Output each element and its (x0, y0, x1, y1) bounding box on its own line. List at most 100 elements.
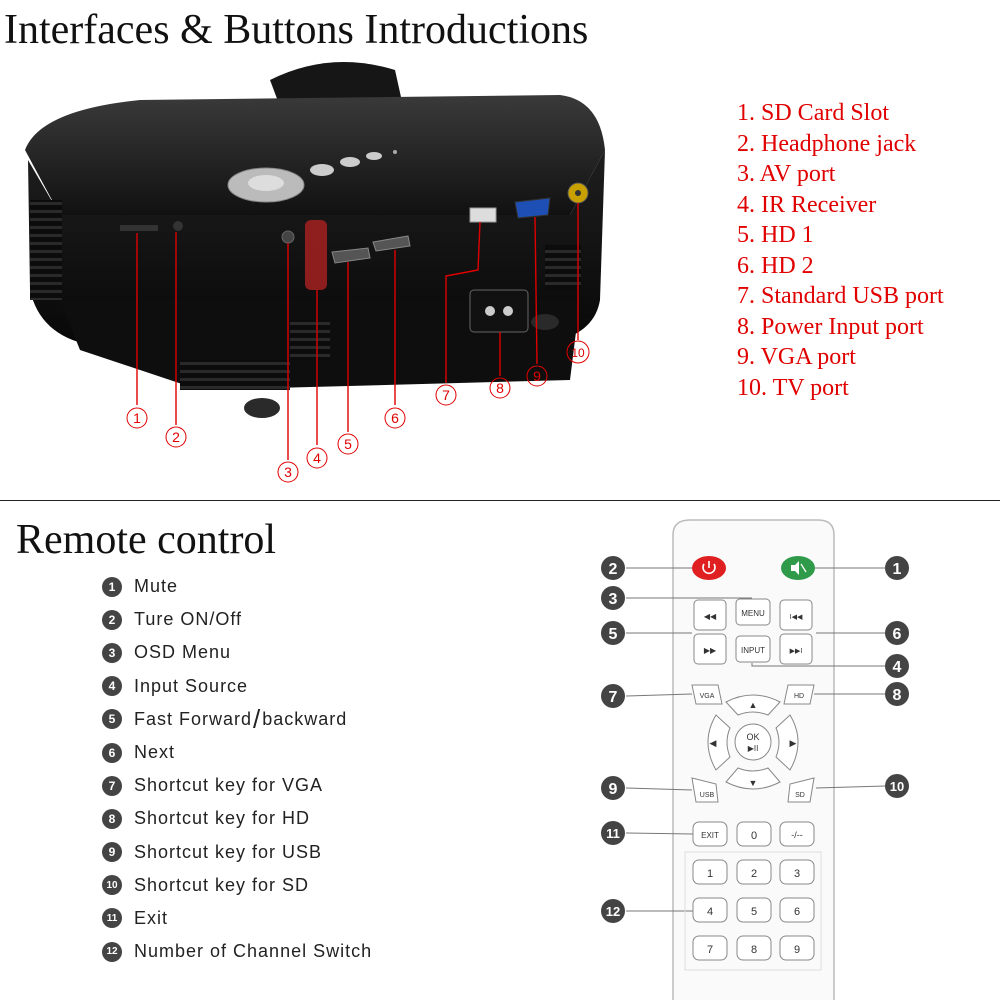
key-9[interactable] (779, 935, 815, 961)
right-button[interactable] (775, 714, 799, 771)
remote-callout-3: 3 (609, 591, 618, 608)
key-4[interactable] (692, 897, 728, 923)
mute-button[interactable] (781, 556, 815, 580)
remote-callout-9: 9 (609, 781, 618, 798)
vga-label: VGA (700, 693, 715, 700)
function-label: Exit (134, 907, 169, 928)
number-badge: 3 (102, 642, 122, 663)
key-6-label: 6 (794, 906, 800, 918)
projector-top (25, 95, 605, 215)
key-0-label: 0 (751, 830, 757, 842)
ir-receiver (305, 220, 327, 290)
callout-4: 4 (313, 450, 321, 466)
callout-labels: 1 2 3 4 5 6 7 8 9 10 (126, 340, 590, 483)
down-arrow-icon: ▼ (749, 778, 758, 788)
port-item: 7. Standard USB port (737, 283, 944, 309)
number-badge: 11 (102, 908, 122, 929)
foot (531, 314, 559, 330)
number-badge: 1 (102, 576, 122, 597)
port-item: 9. VGA port (737, 344, 856, 370)
callout-10: 10 (571, 346, 585, 360)
function-slash: / (253, 703, 262, 734)
function-label: Fast Forward (134, 708, 253, 729)
digit-mode-button[interactable] (779, 821, 815, 847)
hd-button[interactable] (783, 684, 815, 705)
function-item: 11 Exit (102, 902, 372, 935)
next-button[interactable] (779, 633, 813, 665)
remote-callout-12: 12 (606, 904, 620, 919)
hdmi-port-1 (331, 247, 371, 264)
up-arrow-icon: ▲ (749, 700, 758, 710)
key-9-label: 9 (794, 944, 800, 956)
callout-3: 3 (284, 464, 292, 480)
exit-label: EXIT (701, 831, 719, 840)
port-item: 10. TV port (737, 374, 849, 401)
number-badge: 2 (102, 609, 122, 630)
callout-5: 5 (344, 436, 352, 452)
foot (244, 398, 280, 418)
digit-mode-label: -/-- (791, 830, 803, 840)
down-button[interactable] (725, 767, 781, 790)
callout-1: 1 (133, 410, 141, 426)
remote-callout-11: 11 (606, 826, 620, 841)
ok-button[interactable] (734, 723, 772, 761)
av-port (281, 230, 295, 244)
key-3[interactable] (779, 859, 815, 885)
number-badge: 7 (102, 775, 122, 796)
key-0[interactable] (736, 821, 772, 847)
previous-button[interactable] (779, 599, 813, 631)
hdmi-port-2 (372, 235, 411, 252)
power-button[interactable] (692, 556, 726, 580)
fast-forward-button[interactable] (693, 633, 727, 665)
left-button[interactable] (707, 714, 731, 771)
callout-2: 2 (172, 429, 180, 445)
function-label: Shortcut key for USB (134, 841, 323, 862)
callout-7: 7 (442, 387, 450, 403)
key-1[interactable] (692, 859, 728, 885)
input-button[interactable] (735, 635, 771, 663)
port-item: 2. Headphone jack (737, 130, 917, 157)
ok-label: OK (746, 732, 759, 742)
callout-6: 6 (391, 410, 399, 426)
key-8[interactable] (736, 935, 772, 961)
right-arrow-icon: ▶ (790, 738, 797, 748)
side-vent (30, 200, 62, 300)
port-item: 3. AV port (737, 161, 836, 187)
up-button[interactable] (725, 694, 781, 716)
key-1-label: 1 (707, 868, 713, 880)
number-badge: 6 (102, 742, 122, 763)
top-button (340, 157, 360, 167)
sd-button[interactable] (787, 777, 815, 803)
next-icon: ▶▶I (790, 648, 803, 655)
key-6[interactable] (779, 897, 815, 923)
function-label: Ture ON/Off (134, 609, 243, 630)
key-7[interactable] (692, 935, 728, 961)
remote-callout-2: 2 (609, 561, 618, 578)
function-label: Shortcut key for SD (134, 874, 310, 895)
hd-label: HD (794, 693, 804, 700)
function-item: 3 OSD Menu (102, 636, 372, 669)
remote-callouts: 1 2 3 4 5 6 7 8 9 10 11 12 (601, 556, 909, 923)
port-item: 6. HD 2 (737, 252, 814, 279)
key-5[interactable] (736, 897, 772, 923)
key-2[interactable] (736, 859, 772, 885)
port-item: 4. IR Receiver (737, 191, 877, 218)
usb-button[interactable] (691, 777, 719, 803)
exit-button[interactable] (692, 821, 728, 847)
number-badge: 10 (102, 875, 122, 896)
vga-button[interactable] (691, 684, 723, 705)
usb-label: USB (700, 792, 715, 799)
usb-port (469, 207, 497, 223)
remote-callout-6: 6 (893, 626, 902, 643)
rewind-button[interactable] (693, 599, 727, 631)
port-item: 1. SD Card Slot (737, 100, 890, 126)
menu-button[interactable] (735, 598, 771, 626)
function-label: OSD Menu (134, 642, 232, 663)
remote-callout-7: 7 (609, 689, 618, 706)
